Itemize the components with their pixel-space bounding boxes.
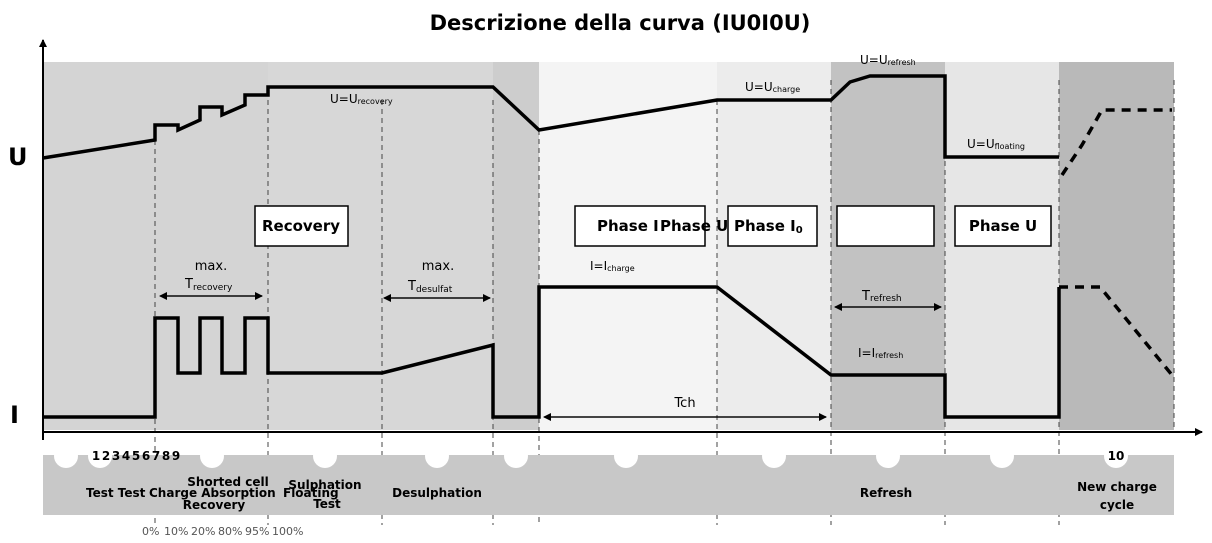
step-number: 1	[92, 449, 100, 463]
current-curve-next-cycle	[1059, 285, 1174, 377]
state-marker	[1104, 444, 1128, 468]
svg-text:max.: max.	[195, 259, 227, 274]
state-marker	[313, 444, 337, 468]
percentages: 0% 10% 20% 80% 95% 100%	[142, 525, 303, 538]
strip-label-refresh: Refresh	[860, 486, 912, 500]
phase-box-phase-i0: Phase I0	[727, 205, 818, 247]
step-number: 10	[1108, 449, 1125, 463]
strip-label-cycle: cycle	[1100, 498, 1134, 512]
phase-box-refresh	[836, 205, 935, 247]
phase-label-phase-u0: Phase U0	[660, 217, 735, 236]
percentage-label: 10%	[164, 525, 188, 538]
voltage-label-recovery: U=Urecovery	[330, 92, 393, 106]
state-markers	[54, 444, 1128, 468]
step-number: 2	[102, 449, 110, 463]
state-marker	[54, 444, 78, 468]
percentage-label: 20%	[191, 525, 215, 538]
voltage-label-floating: U=Ufloating	[967, 137, 1025, 151]
current-label-charge: I=Icharge	[590, 259, 635, 273]
state-marker	[762, 444, 786, 468]
strip-label-shorted-cell: Shorted cell	[187, 475, 268, 489]
dimension-refresh: Trefresh	[834, 289, 942, 311]
percentage-label: 100%	[272, 525, 303, 538]
band-desulphation-end	[493, 62, 539, 430]
step-number: 4	[122, 449, 130, 463]
voltage-label-charge: U=Ucharge	[745, 80, 800, 94]
step-number: 6	[142, 449, 150, 463]
svg-text:Trefresh: Trefresh	[861, 289, 902, 304]
svg-text:Recovery: Recovery	[262, 217, 340, 235]
state-marker	[876, 444, 900, 468]
phase-box-phase-u: Phase U	[954, 205, 1052, 247]
state-marker	[614, 444, 638, 468]
strip-label-test-test: Test Test	[86, 486, 146, 500]
strip-label-test: Test	[313, 497, 341, 511]
svg-text:Phase I: Phase I	[597, 217, 659, 235]
state-marker	[425, 444, 449, 468]
percentage-label: 95%	[245, 525, 269, 538]
strip-label-floating: Floating	[283, 486, 339, 500]
step-number: 8	[162, 449, 170, 463]
dimension-max-recovery: max. Trecovery	[159, 259, 263, 300]
svg-text:max.: max.	[422, 259, 454, 274]
step-number: 7	[152, 449, 160, 463]
strip-label-new-charge: New charge	[1077, 480, 1157, 494]
strip-label-charge-absorption: Charge Absorption	[149, 486, 276, 500]
current-curve	[43, 285, 1061, 419]
voltage-curve-next-cycle	[1060, 108, 1172, 176]
svg-text:Phase I0: Phase I0	[734, 217, 803, 236]
current-label-refresh: I=Irefresh	[858, 346, 903, 360]
svg-text:Trecovery: Trecovery	[184, 277, 233, 293]
svg-text:Tdesulfat: Tdesulfat	[407, 279, 453, 295]
voltage-curve	[42, 74, 1059, 160]
strip-label-recovery: Recovery	[183, 498, 246, 512]
voltage-label-refresh: U=Urefresh	[860, 53, 916, 67]
step-number: 9	[172, 449, 180, 463]
strip-label-desulphation: Desulphation	[392, 486, 482, 500]
svg-text:Tch: Tch	[673, 396, 695, 411]
state-marker	[990, 444, 1014, 468]
state-marker	[504, 444, 528, 468]
dimension-tch: Tch	[543, 396, 827, 421]
step-numbers: 1 2 3 4 5 6 7 8 9 10	[92, 449, 1125, 463]
band-new-charge	[1059, 62, 1174, 430]
state-strip	[43, 444, 1174, 515]
phase-box-recovery: Recovery	[254, 205, 349, 247]
strip-labels: Test Test Charge Absorption Floating Sho…	[86, 475, 1157, 512]
phase-box-phase-i: Phase I	[574, 205, 706, 247]
axes	[39, 39, 1203, 440]
percentage-label: 80%	[218, 525, 242, 538]
diagram-title: Descrizione della curva (IU0I0U)	[430, 11, 811, 35]
strip-label-sulphation: Sulphation	[288, 478, 361, 492]
step-number: 5	[132, 449, 140, 463]
step-number: 3	[112, 449, 120, 463]
state-marker	[88, 444, 112, 468]
i-axis-label: I	[10, 401, 19, 429]
dimension-max-desulfat: max. Tdesulfat	[383, 259, 491, 302]
percentage-label: 0%	[142, 525, 159, 538]
state-marker	[200, 444, 224, 468]
svg-text:Phase U: Phase U	[969, 217, 1037, 235]
u-axis-label: U	[8, 143, 28, 171]
